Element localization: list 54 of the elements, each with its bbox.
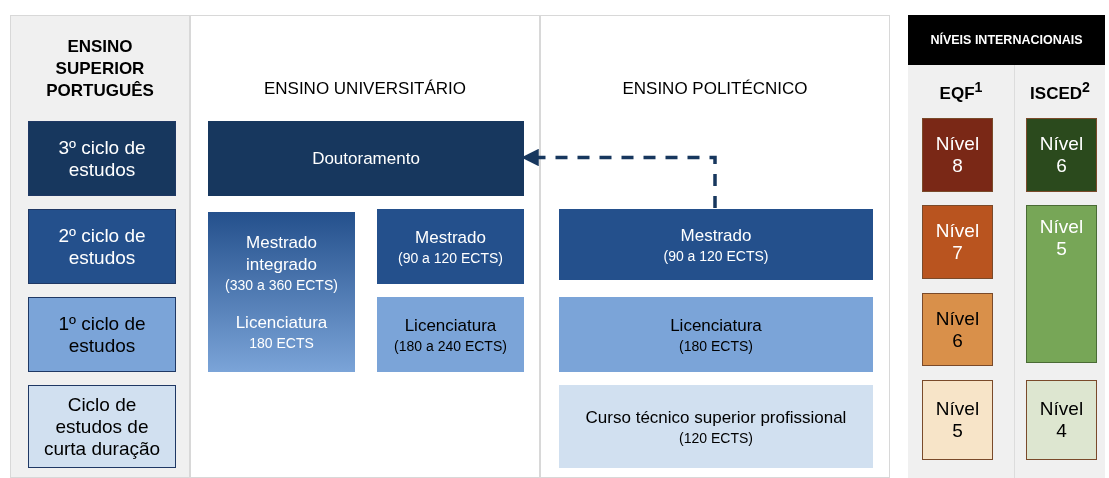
credits-text: (180 ECTS) bbox=[679, 336, 753, 355]
column-panel bbox=[540, 15, 890, 478]
level-box bbox=[1026, 205, 1097, 363]
box-label: Nível 6 bbox=[934, 307, 981, 352]
degree-box bbox=[559, 297, 873, 372]
box-label: Mestrado bbox=[680, 224, 752, 247]
box-label: Ciclo de estudos de curta duração bbox=[42, 393, 162, 460]
box-label: Nível 7 bbox=[934, 220, 981, 264]
box-label: Mestrado integrado bbox=[245, 232, 318, 276]
column-panel bbox=[10, 15, 190, 478]
column-heading: ENSINO UNIVERSITÁRIO bbox=[262, 79, 468, 99]
level-box bbox=[28, 297, 176, 372]
credits-text: (120 ECTS) bbox=[679, 428, 753, 447]
box-label: Mestrado bbox=[415, 226, 486, 249]
column-heading: ISCED$^{2}$ bbox=[1029, 79, 1091, 104]
level-box bbox=[1026, 118, 1097, 192]
degree-box bbox=[208, 212, 355, 372]
column-heading: ENSINO POLITÉCNICO bbox=[621, 79, 809, 99]
degree-box bbox=[559, 385, 873, 468]
box-label: Nível 6 bbox=[1038, 133, 1085, 177]
column-heading: EQF$^{1}$ bbox=[938, 79, 984, 104]
box-label: Nível 5 bbox=[934, 398, 981, 442]
box-label: Licenciatura bbox=[235, 312, 328, 334]
degree-box bbox=[377, 297, 524, 372]
level-box bbox=[1026, 380, 1097, 460]
credits-text: (330 a 360 ECTS) bbox=[225, 276, 338, 294]
degree-box bbox=[377, 209, 524, 284]
credits-text: (180 a 240 ECTS) bbox=[394, 336, 507, 355]
column-heading: ENSINO SUPERIOR PORTUGUÊS bbox=[45, 36, 155, 102]
box-label: Curso técnico superior profissional bbox=[585, 406, 847, 429]
degree-box bbox=[559, 209, 873, 280]
box-label: 3º ciclo de estudos bbox=[57, 136, 147, 181]
degree-box bbox=[208, 121, 524, 196]
credits-text: 180 ECTS bbox=[249, 334, 314, 352]
level-box bbox=[28, 385, 176, 468]
level-box bbox=[922, 118, 993, 192]
box-label: Doutoramento bbox=[312, 147, 420, 170]
level-box bbox=[28, 209, 176, 284]
credits-text: (90 a 120 ECTS) bbox=[397, 248, 504, 267]
level-box bbox=[922, 293, 993, 366]
box-label: Nível 8 bbox=[934, 133, 981, 177]
box-label: Nível 4 bbox=[1038, 398, 1085, 442]
column-panel bbox=[190, 15, 540, 478]
credits-text: (90 a 120 ECTS) bbox=[663, 246, 769, 265]
box-label: Nível 5 bbox=[1038, 216, 1085, 260]
level-box bbox=[922, 380, 993, 460]
level-box bbox=[922, 205, 993, 279]
column-panel bbox=[908, 15, 1105, 478]
box-label: 2º ciclo de estudos bbox=[57, 224, 147, 269]
box-label: 1º ciclo de estudos bbox=[57, 312, 147, 357]
box-label: Licenciatura bbox=[670, 314, 762, 337]
box-label: Licenciatura bbox=[404, 314, 497, 337]
level-box bbox=[28, 121, 176, 196]
column-heading: NÍVEIS INTERNACIONAIS bbox=[908, 15, 1105, 65]
